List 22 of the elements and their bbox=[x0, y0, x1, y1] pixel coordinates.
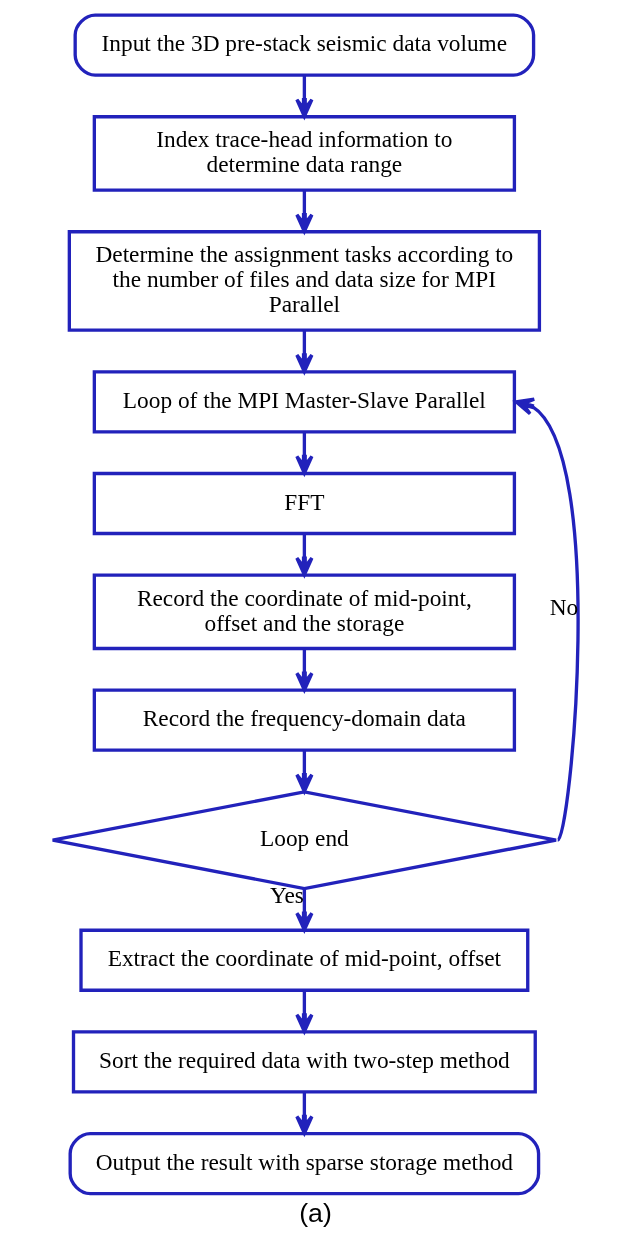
arrow bbox=[295, 75, 314, 118]
arrow bbox=[295, 330, 314, 374]
node-box: Extract the coordinate of mid-point, offset bbox=[79, 928, 530, 992]
arrow bbox=[514, 397, 580, 841]
caption: (a) bbox=[299, 1197, 332, 1228]
arrow bbox=[295, 190, 314, 234]
arrow bbox=[295, 750, 314, 794]
node-box: Sort the required data with two-step method bbox=[71, 1030, 537, 1094]
node-box: Loop of the MPI Master-Slave Parallel bbox=[92, 370, 517, 434]
node-box: Output the result with sparse storage method bbox=[68, 1131, 541, 1196]
node-box: Input the 3D pre-stack seismic data volume bbox=[73, 13, 536, 77]
node-box: Determine the assignment tasks according to the number of files and data size for MPI Parallel bbox=[67, 230, 542, 332]
arrow bbox=[295, 1092, 314, 1135]
node-box: Record the coordinate of mid-point, offset and the storage bbox=[92, 573, 517, 651]
node-box: Index trace-head information to determine data range bbox=[92, 115, 517, 192]
arrow bbox=[295, 990, 314, 1034]
node-box: FFT bbox=[92, 471, 517, 536]
arrow bbox=[295, 888, 314, 932]
arrow bbox=[295, 431, 314, 475]
node-box: Record the frequency-domain data bbox=[92, 688, 517, 752]
arrow bbox=[295, 533, 314, 577]
arrow bbox=[295, 649, 314, 692]
